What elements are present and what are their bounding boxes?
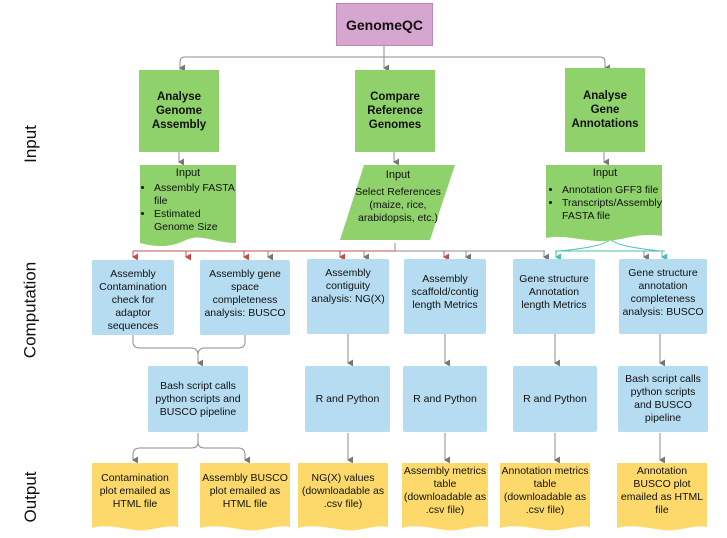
input-reference: Input Select References (maize, rice, ar… [346, 169, 450, 225]
script-assembly-busco: Bash script calls python scripts and BUS… [148, 366, 248, 432]
comp-gene-space-busco: Assembly gene space completeness analysi… [200, 260, 290, 335]
input-assembly-list: Assembly FASTA file Estimated Genome Siz… [140, 182, 236, 234]
analysis-genome-assembly: Analyse Genome Assembly [139, 70, 219, 152]
input-annotation-item: Transcripts/Assembly FASTA file [562, 197, 662, 223]
output-assembly-busco-plot: Assembly BUSCO plot emailed as HTML file [202, 471, 288, 510]
comp-annotation-length-metrics: Gene structure Annotation length Metrics [513, 259, 595, 334]
comp-contiguity-ngx: Assembly contiguity analysis: NG(X) [307, 259, 389, 334]
input-reference-body: Select References (maize, rice, arabidop… [355, 186, 441, 224]
script-ngx: R and Python [305, 366, 390, 432]
analysis-compare-reference: Compare Reference Genomes [355, 70, 435, 152]
input-annotation-list: Annotation GFF3 file Transcripts/Assembl… [548, 184, 662, 223]
row-label-output: Output [21, 471, 40, 523]
comp-contamination-check: Assembly Contamination check for adaptor… [92, 260, 174, 335]
input-assembly-item: Estimated Genome Size [154, 208, 236, 234]
script-assembly-metrics: R and Python [403, 366, 487, 432]
computation-connectors [132, 334, 665, 464]
root-connectors [178, 46, 610, 166]
input-annotation-item: Annotation GFF3 file [562, 184, 662, 197]
output-ngx-values: NG(X) values (downloadable as .csv file) [301, 471, 385, 510]
output-shapes [92, 463, 707, 531]
input-annotation-title: Input [592, 167, 618, 179]
row-label-computation: Computation [20, 261, 40, 359]
input-reference-shape [340, 165, 455, 240]
comp-annotation-busco: Gene structure annotation completeness a… [619, 259, 707, 334]
input-assembly-shape [140, 165, 236, 247]
input-assembly-item: Assembly FASTA file [154, 182, 236, 208]
output-annotation-metrics-table: Annotation metrics table (downloadable a… [501, 465, 589, 516]
row-label-input: Input [21, 125, 40, 163]
output-annotation-busco-plot: Annotation BUSCO plot emailed as HTML fi… [620, 465, 704, 516]
script-annotation-busco: Bash script calls python scripts and BUS… [618, 366, 708, 432]
input-distribution-bus [132, 237, 667, 261]
input-assembly: Input Assembly FASTA file Estimated Geno… [140, 167, 236, 234]
script-annotation-metrics: R and Python [513, 366, 597, 432]
output-assembly-metrics-table: Assembly metrics table (downloadable as … [403, 465, 487, 516]
root-genomeqc: GenomeQC [336, 3, 433, 46]
input-annotation: Input Annotation GFF3 file Transcripts/A… [548, 167, 662, 223]
output-contamination-plot: Contamination plot emailed as HTML file [99, 471, 171, 510]
input-assembly-title: Input [175, 167, 201, 179]
input-annotation-shape [546, 165, 662, 242]
comp-scaffold-contig-length: Assembly scaffold/contig length Metrics [404, 259, 486, 334]
input-reference-title: Input [385, 169, 411, 181]
analysis-gene-annotations: Analyse Gene Annotations [565, 68, 645, 152]
